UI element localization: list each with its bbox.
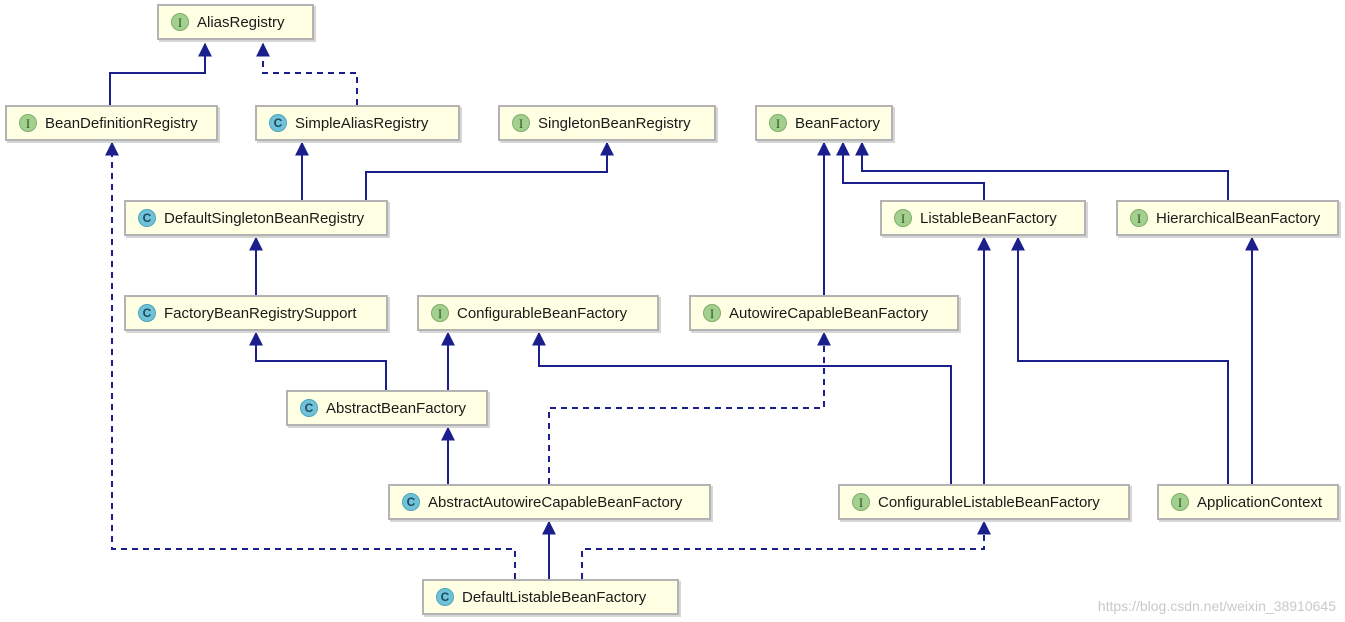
node-label: BeanDefinitionRegistry: [45, 114, 198, 132]
node-default-listable-bean-factory[interactable]: C DefaultListableBeanFactory: [422, 579, 679, 615]
interface-badge-icon: I: [19, 114, 37, 132]
interface-badge-icon: I: [1130, 209, 1148, 227]
node-label: AbstractAutowireCapableBeanFactory: [428, 493, 683, 511]
node-abstract-autowire-capable-bean-factory[interactable]: C AbstractAutowireCapableBeanFactory: [388, 484, 711, 520]
edge-default-singleton-bean-registry-to-singleton-bean-registry: [365, 141, 614, 200]
interface-badge-icon: I: [431, 304, 449, 322]
node-singleton-bean-registry[interactable]: I SingletonBeanRegistry: [498, 105, 716, 141]
node-label: AbstractBeanFactory: [326, 399, 467, 417]
node-label: DefaultSingletonBeanRegistry: [164, 209, 365, 227]
interface-badge-icon: I: [1171, 493, 1189, 511]
node-label: AutowireCapableBeanFactory: [729, 304, 929, 322]
edge-bean-definition-registry-to-alias-registry: [109, 42, 212, 105]
node-alias-registry[interactable]: I AliasRegistry: [157, 4, 314, 40]
class-badge-icon: C: [269, 114, 287, 132]
node-hierarchical-bean-factory[interactable]: I HierarchicalBeanFactory: [1116, 200, 1339, 236]
edge-hierarchical-bean-factory-to-bean-factory: [855, 141, 1229, 200]
node-default-singleton-bean-registry[interactable]: C DefaultSingletonBeanRegistry: [124, 200, 388, 236]
node-label: BeanFactory: [795, 114, 881, 132]
interface-badge-icon: I: [703, 304, 721, 322]
edge-listable-bean-factory-to-bean-factory: [836, 141, 985, 200]
node-autowire-capable-bean-factory[interactable]: I AutowireCapableBeanFactory: [689, 295, 959, 331]
edge-abstract-bean-factory-to-factory-bean-registry-support: [249, 331, 387, 390]
edge-default-listable-bean-factory-to-configurable-listable-bean-factory: [581, 520, 991, 579]
node-application-context[interactable]: I ApplicationContext: [1157, 484, 1339, 520]
node-label: ConfigurableBeanFactory: [457, 304, 628, 322]
node-label: HierarchicalBeanFactory: [1156, 209, 1321, 227]
class-badge-icon: C: [138, 209, 156, 227]
interface-badge-icon: I: [171, 13, 189, 31]
interface-badge-icon: I: [769, 114, 787, 132]
interface-badge-icon: I: [894, 209, 912, 227]
edge-configurable-listable-bean-factory-to-configurable-bean-factory: [532, 331, 952, 484]
class-badge-icon: C: [402, 493, 420, 511]
node-label: ConfigurableListableBeanFactory: [878, 493, 1100, 511]
interface-badge-icon: I: [512, 114, 530, 132]
node-factory-bean-registry-support[interactable]: C FactoryBeanRegistrySupport: [124, 295, 388, 331]
edge-application-context-to-listable-bean-factory: [1011, 236, 1229, 484]
edge-default-listable-bean-factory-to-bean-definition-registry: [105, 141, 516, 579]
edge-simple-alias-registry-to-alias-registry: [256, 42, 358, 105]
node-configurable-listable-bean-factory[interactable]: I ConfigurableListableBeanFactory: [838, 484, 1130, 520]
node-label: ApplicationContext: [1197, 493, 1323, 511]
node-label: SingletonBeanRegistry: [538, 114, 691, 132]
class-badge-icon: C: [300, 399, 318, 417]
interface-badge-icon: I: [852, 493, 870, 511]
class-badge-icon: C: [138, 304, 156, 322]
node-bean-definition-registry[interactable]: I BeanDefinitionRegistry: [5, 105, 218, 141]
edge-abstract-autowire-capable-bean-factory-to-autowire-capable-bean-factory: [548, 331, 831, 484]
node-listable-bean-factory[interactable]: I ListableBeanFactory: [880, 200, 1086, 236]
node-label: SimpleAliasRegistry: [295, 114, 429, 132]
node-label: AliasRegistry: [197, 13, 285, 31]
node-label: FactoryBeanRegistrySupport: [164, 304, 357, 322]
node-abstract-bean-factory[interactable]: C AbstractBeanFactory: [286, 390, 488, 426]
node-simple-alias-registry[interactable]: C SimpleAliasRegistry: [255, 105, 460, 141]
class-badge-icon: C: [436, 588, 454, 606]
node-bean-factory[interactable]: I BeanFactory: [755, 105, 893, 141]
node-configurable-bean-factory[interactable]: I ConfigurableBeanFactory: [417, 295, 659, 331]
node-label: DefaultListableBeanFactory: [462, 588, 647, 606]
watermark-text: https://blog.csdn.net/weixin_38910645: [1097, 598, 1336, 614]
node-label: ListableBeanFactory: [920, 209, 1057, 227]
